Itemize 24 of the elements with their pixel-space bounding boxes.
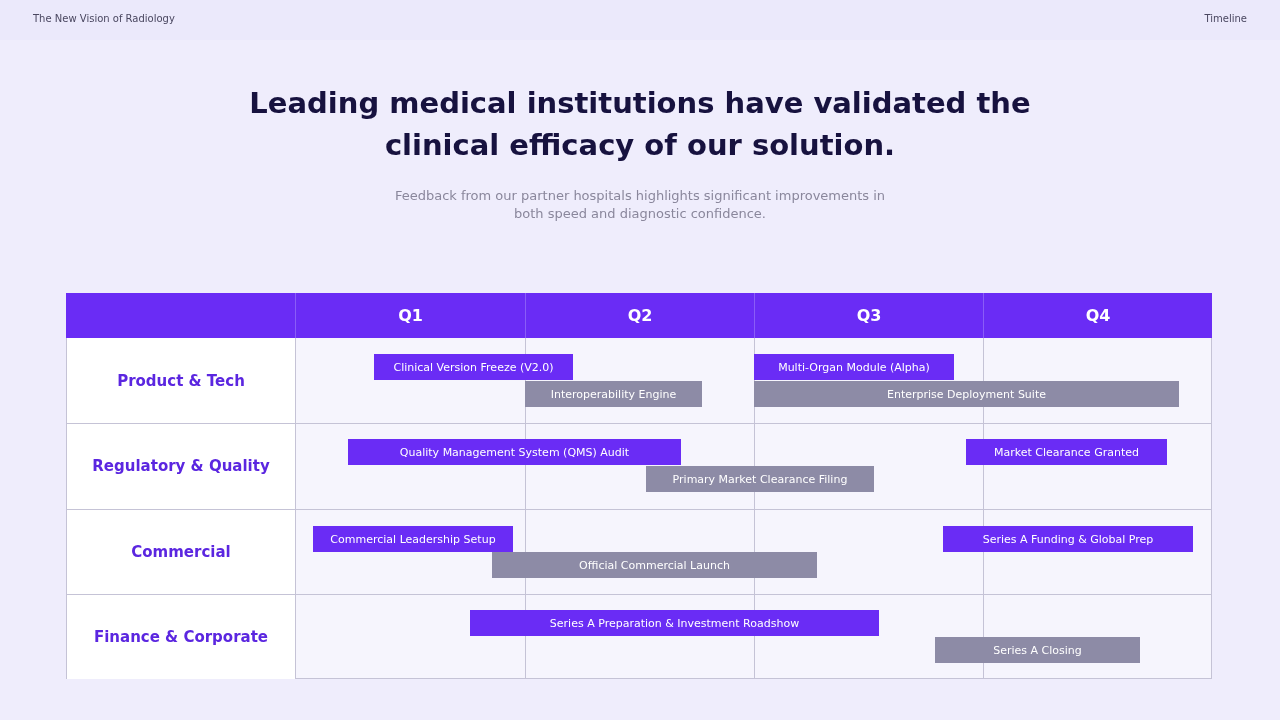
slide-title: Leading medical institutions have validated the clinical efficacy of our solution.	[248, 85, 1032, 164]
timeline-bar: Commercial Leadership Setup	[313, 526, 513, 552]
timeline-bar: Official Commercial Launch	[492, 552, 817, 578]
quarter-header: Q3	[754, 293, 983, 338]
timeline-bar: Series A Closing	[935, 637, 1140, 663]
quarter-header: Q2	[525, 293, 754, 338]
timeline-bar: Clinical Version Freeze (V2.0)	[374, 354, 573, 380]
timeline-bar: Primary Market Clearance Filing	[646, 466, 874, 492]
section-label: Timeline	[1204, 13, 1247, 24]
row-header: Regulatory & Quality	[67, 423, 295, 509]
timeline-bar: Quality Management System (QMS) Audit	[348, 439, 681, 465]
timeline-bar: Interoperability Engine	[525, 381, 702, 407]
quarter-header: Q1	[295, 293, 525, 338]
timeline-bar: Series A Preparation & Investment Roadshow	[470, 610, 879, 636]
timeline-bar: Series A Funding & Global Prep	[943, 526, 1193, 552]
timeline-bar: Market Clearance Granted	[966, 439, 1167, 465]
timeline-bar: Multi-Organ Module (Alpha)	[754, 354, 954, 380]
row-header: Finance & Corporate	[67, 594, 295, 679]
header-text: The New Vision of Radiology	[33, 13, 175, 24]
row-header: Commercial	[67, 509, 295, 594]
row-header: Product & Tech	[67, 338, 295, 423]
quarter-header: Q4	[983, 293, 1212, 338]
subtitle: Feedback from our partner hospitals highlights significant improvements in both speed and diagnostic confidence.	[393, 187, 887, 223]
timeline-bar: Enterprise Deployment Suite	[754, 381, 1179, 407]
